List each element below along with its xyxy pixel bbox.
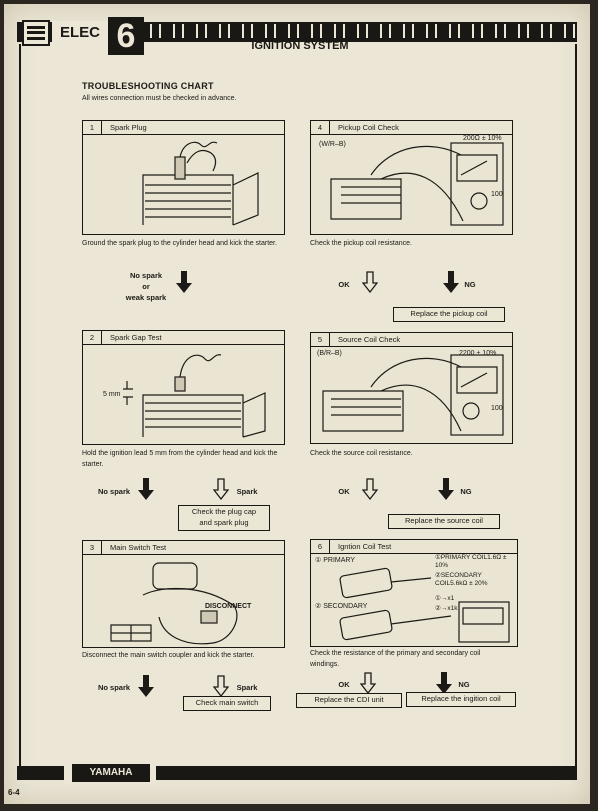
spark-gap-illustration [123, 354, 266, 438]
pickup-coil-meter-illustration [330, 142, 504, 226]
down-arrow-outline-icon [213, 478, 229, 500]
step-title: Igntion Coil Test [338, 542, 392, 551]
step-title: Source Coil Check [338, 335, 401, 344]
main-switch-illustration [110, 562, 238, 645]
step-number: 3 [83, 541, 102, 554]
range-x1k-label: ②→x1k [435, 605, 458, 612]
secondary-spec-label: ②SECONDARY COIL5.6kΩ ± 20% [435, 572, 488, 587]
step-title: Spark Gap Test [110, 333, 162, 342]
step-1-panel: 1 Spark Plug [82, 120, 285, 235]
meter-range-label: 100 [491, 191, 503, 198]
ignition-coil-illustration [339, 567, 510, 643]
step-4-caption: Check the pickup coil resistance. [310, 240, 412, 247]
down-arrow-outline-icon [360, 672, 376, 694]
step-number: 6 [311, 540, 330, 553]
no-spark-label: No spark [97, 487, 131, 496]
replace-source-coil-box: Replace the source coil [388, 514, 500, 529]
ok-label: OK [338, 487, 350, 496]
step-2-panel: 2 Spark Gap Test 5 mm [82, 330, 285, 445]
meter-value-label: 2200 ± 10% [459, 350, 497, 357]
step-number: 4 [311, 121, 330, 134]
chapter-number: 6 [108, 17, 144, 55]
secondary-label: ② SECONDARY [315, 603, 368, 610]
ng-label: NG [458, 680, 470, 689]
section-title: IGNITION SYSTEM [251, 40, 349, 52]
step-1-caption: Ground the spark plug to the cylinder he… [82, 240, 277, 247]
step-2-caption: Hold the ignition lead 5 mm from the cyl… [82, 450, 278, 468]
down-arrow-solid-icon [138, 675, 154, 697]
step-4-panel: 4 Pickup Coil Check (W/R–B) 200Ω ± 10% 10… [310, 120, 513, 235]
left-border [19, 44, 21, 768]
down-arrow-solid-icon [436, 672, 452, 694]
ng-label: NG [460, 487, 472, 496]
replace-ignition-coil-box: Replace the ingition coil [406, 692, 516, 707]
page-number: 6-4 [8, 788, 20, 797]
step-number: 5 [311, 333, 330, 346]
chart-title: TROUBLESHOOTING CHART [82, 81, 214, 91]
header-ticks [150, 24, 575, 38]
footer-bar [17, 766, 577, 780]
meter-value-label: 200Ω ± 10% [463, 135, 502, 142]
wire-color-label: (B/R–B) [317, 350, 342, 357]
down-arrow-solid-icon [438, 478, 454, 500]
step-title: Pickup Coil Check [338, 123, 399, 132]
replace-cdi-unit-box: Replace the CDI unit [296, 693, 402, 708]
step-3-caption: Disconnect the main switch coupler and k… [82, 652, 255, 659]
down-arrow-outline-icon [362, 478, 378, 500]
ok-label: OK [338, 280, 350, 289]
yamaha-logo: YAMAHA [72, 764, 150, 782]
step-title: Spark Plug [110, 123, 147, 132]
right-border [575, 44, 577, 768]
no-spark-label: No spark [97, 683, 131, 692]
step-3-panel: 3 Main Switch Test DISCONNECT [82, 540, 285, 648]
step-6-panel: 6 Igntion Coil Test ① PRIMARY ② SECONDARY… [310, 539, 518, 647]
ng-label: NG [464, 280, 476, 289]
down-arrow-outline-icon [213, 675, 229, 697]
down-arrow-solid-icon [138, 478, 154, 500]
spark-label: Spark [236, 683, 258, 692]
step-6-caption: Check the resistance of the primary and … [310, 650, 481, 668]
wire-color-label: (W/R–B) [319, 141, 346, 148]
source-coil-meter-illustration [322, 354, 504, 436]
gap-dimension-label: 5 mm [103, 391, 121, 398]
step-5-panel: 5 Source Coil Check (B/R–B) 2200 ± 10% 10… [310, 332, 513, 444]
spark-plug-illustration [142, 141, 259, 226]
spark-label: Spark [236, 487, 258, 496]
primary-spec-label: ①PRIMARY COIL1.6Ω ± 10% [435, 554, 507, 569]
down-arrow-solid-icon [443, 271, 459, 293]
ok-label: OK [338, 680, 350, 689]
down-arrow-outline-icon [362, 271, 378, 293]
down-arrow-solid-icon [176, 271, 192, 293]
step-title: Main Switch Test [110, 543, 167, 552]
chart-subtitle: All wires connection must be checked in … [82, 95, 237, 102]
check-main-switch-box: Check main switch [183, 696, 271, 711]
meter-range-label: 100 [491, 405, 503, 412]
replace-pickup-coil-box: Replace the pickup coil [393, 307, 505, 322]
step-5-caption: Check the source coil resistance. [310, 450, 413, 457]
disconnect-label: DISCONNECT [205, 603, 252, 610]
step-number: 1 [83, 121, 102, 134]
step-number: 2 [83, 331, 102, 344]
chapter-icon [22, 20, 50, 46]
chapter-label: ELEC [52, 21, 108, 45]
primary-label: ① PRIMARY [315, 557, 355, 564]
range-x1-label: ①→x1 [435, 595, 455, 602]
